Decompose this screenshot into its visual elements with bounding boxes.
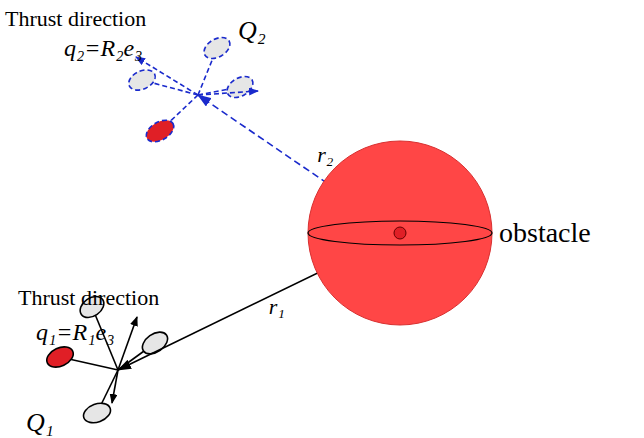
thrust-vector-label: q₂=R₂e₃ bbox=[64, 36, 143, 60]
rotor-red bbox=[143, 116, 178, 147]
thrust-label: Thrust direction bbox=[18, 287, 159, 309]
quadrotor-q2 bbox=[126, 33, 258, 131]
quadrotor-node: Q₁ bbox=[20, 295, 180, 430]
vector-label: r₂ bbox=[317, 144, 333, 166]
vector-label: r₁ bbox=[269, 296, 285, 318]
quadrotor-q1 bbox=[44, 292, 172, 426]
obstacle-sphere: obstacle bbox=[307, 140, 493, 326]
obstacle-shape bbox=[307, 140, 493, 326]
thrust-label: Thrust direction bbox=[5, 8, 146, 30]
quadrotor-label: Q₁ bbox=[26, 410, 54, 436]
thrust-vector-label: q₁=R₁e₃ bbox=[36, 320, 115, 344]
obstacle-label: obstacle bbox=[499, 219, 591, 247]
quadrotor-node: Q₂ bbox=[130, 15, 270, 145]
quadrotor-label: Q₂ bbox=[238, 18, 266, 44]
